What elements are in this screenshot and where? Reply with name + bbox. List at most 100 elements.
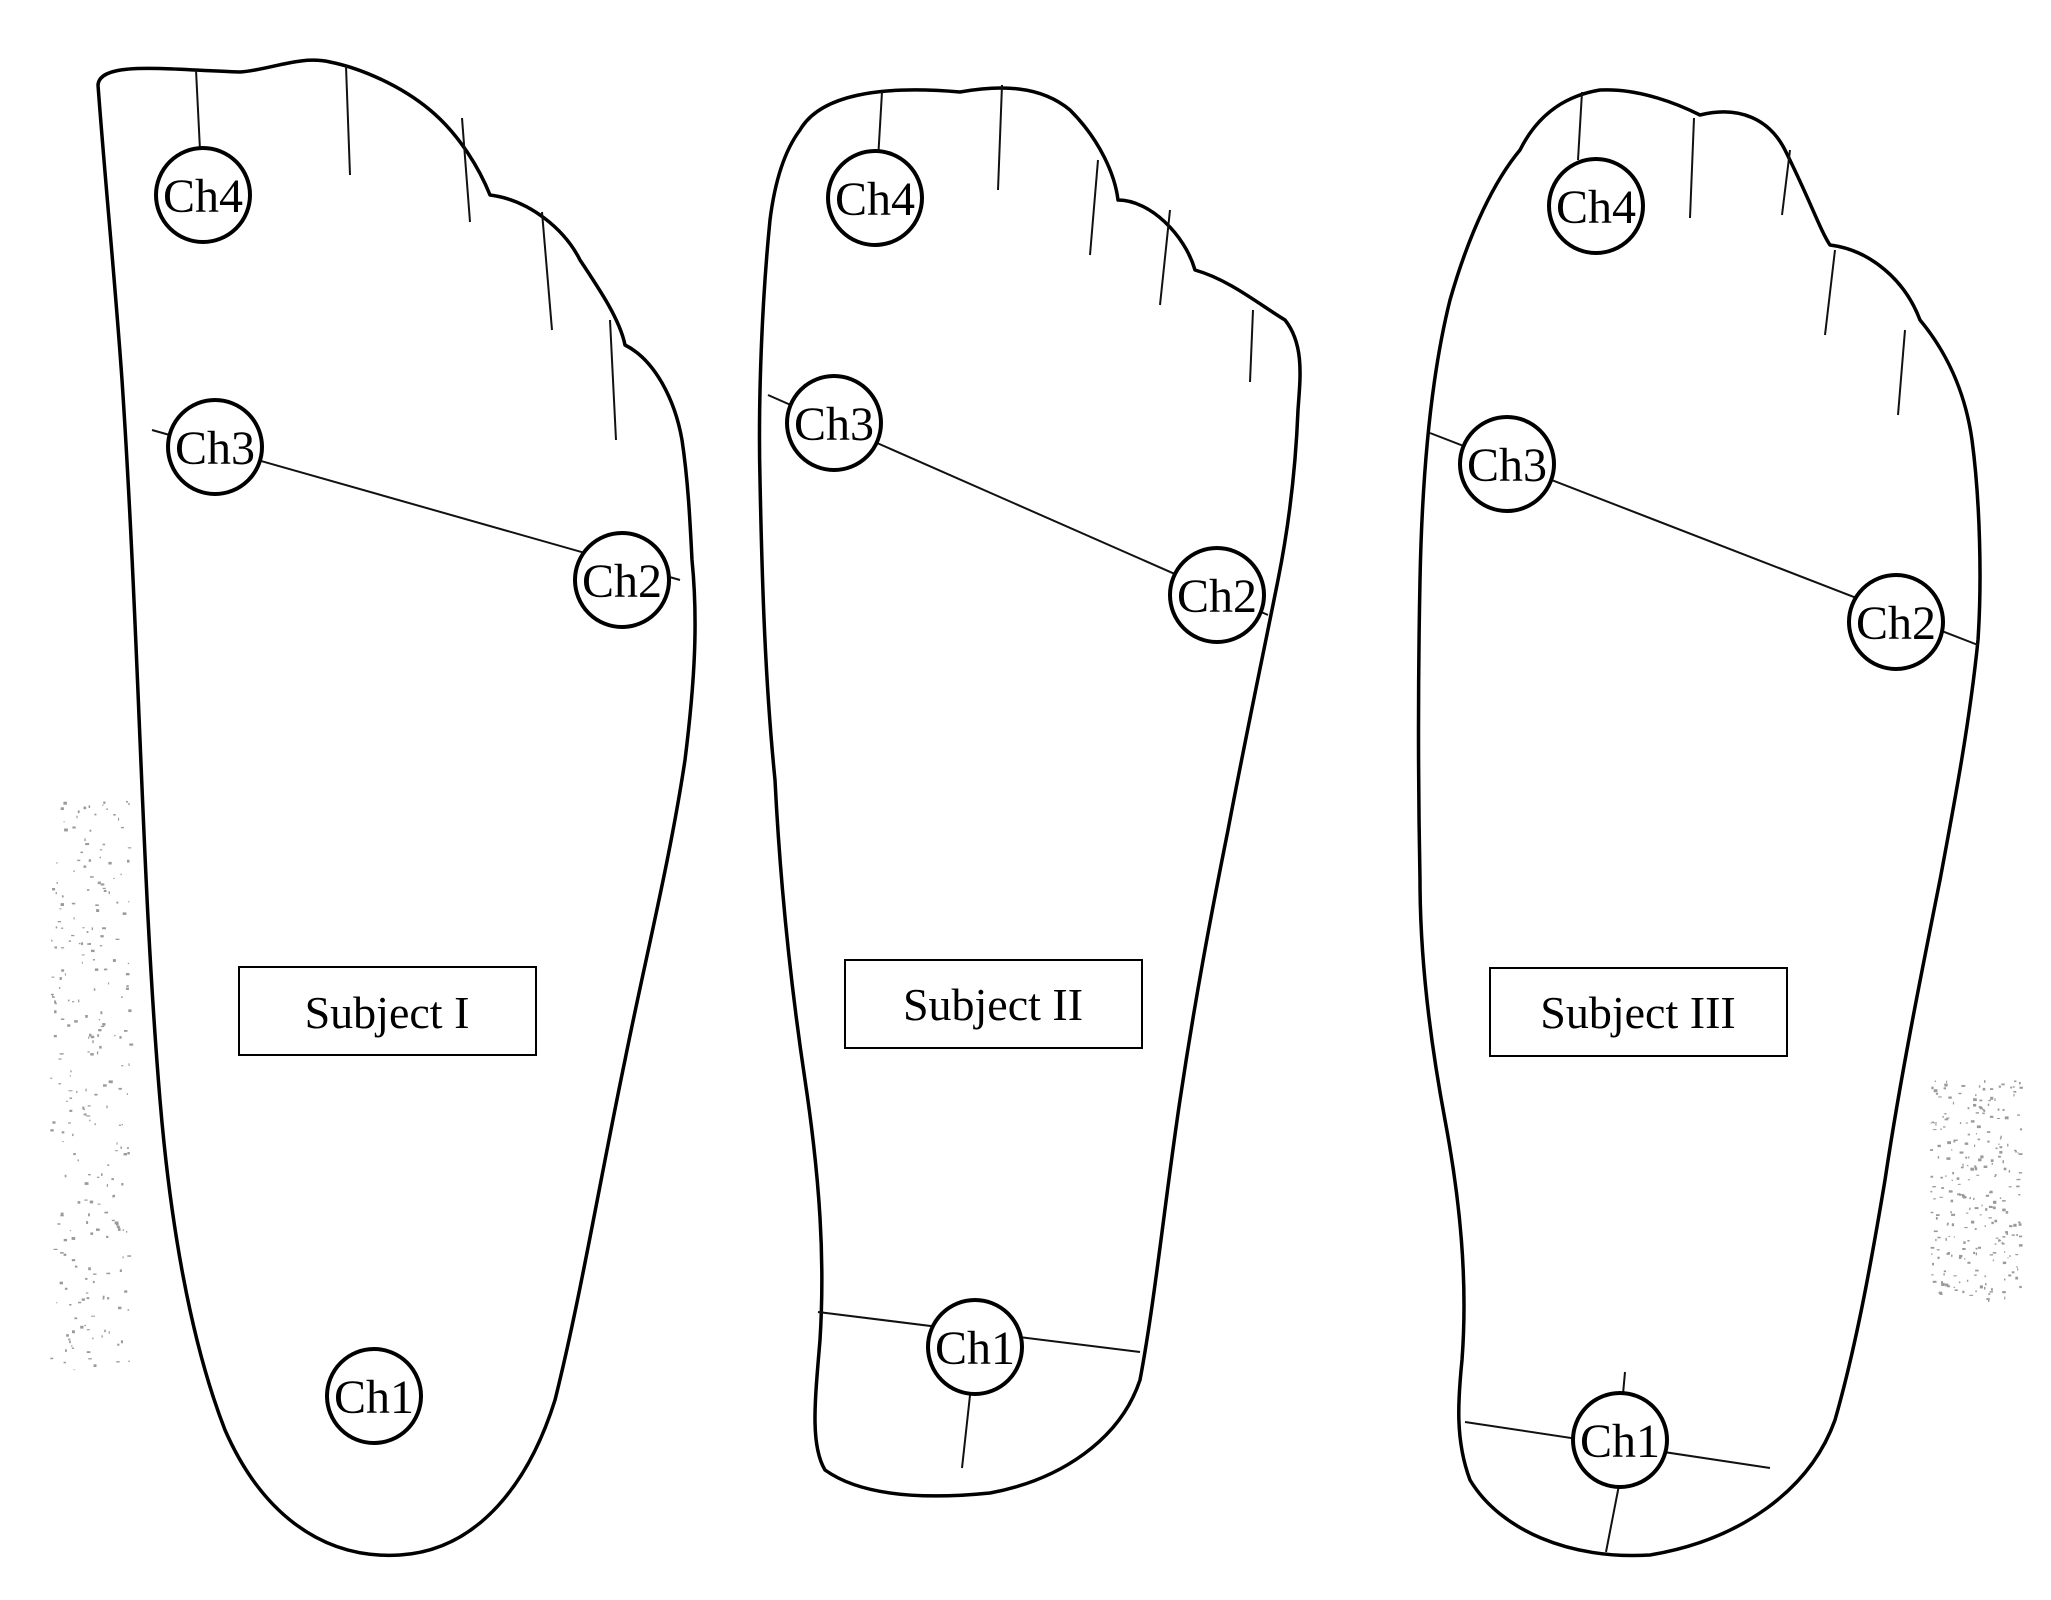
scan-speckle [1967,1133,1970,1136]
scan-speckle [89,1033,92,1037]
scan-speckle [2001,1083,2005,1086]
scan-speckle [89,829,92,832]
scan-speckle [1943,1270,1947,1273]
scan-speckle [103,890,107,892]
scan-speckle [96,909,100,912]
scan-speckle [63,1361,66,1364]
scan-speckle [1999,1151,2003,1154]
scan-speckle [115,1150,118,1152]
scan-speckle [1999,1137,2002,1140]
scan-speckle [1930,1190,1933,1193]
scan-speckle [2002,1291,2006,1294]
scan-speckle [125,987,129,990]
scan-speckle [68,940,71,942]
scan-speckle [72,1133,74,1137]
scan-speckle [107,1297,110,1300]
scan-speckle [1962,1248,1966,1250]
scan-speckle [66,1100,68,1102]
scan-speckle [59,977,62,980]
scan-speckle [77,810,80,814]
scan-speckle [1936,1249,1940,1251]
scan-speckle [1975,1247,1978,1250]
scan-speckle [1962,1195,1966,1199]
scan-speckle [113,877,115,879]
scan-speckle [60,807,64,810]
scan-speckle [127,847,132,849]
foot-subject-2: Ch4 Ch3 Ch2 Ch1 Subject II [757,84,1302,1498]
scan-speckle [61,895,64,898]
scan-speckle [81,954,85,956]
scan-speckle [2005,1211,2009,1214]
scan-speckle [1943,1273,1945,1276]
scan-speckle [1948,1190,1953,1193]
scan-speckle [100,883,105,886]
scan-speckle [85,1113,87,1116]
scan-speckle [1985,1283,1987,1286]
scan-speckle [1979,1107,1983,1110]
scan-speckle [2019,1128,2023,1131]
subject-label: Subject II [903,979,1083,1030]
scan-speckle [1933,1198,1936,1200]
scan-speckle [1995,1237,1999,1239]
scan-speckle [1943,1126,1946,1128]
scan-speckle [1964,1142,1969,1145]
scan-speckle [120,1340,123,1344]
toe-line [1781,149,1791,216]
scan-speckle [1977,1138,1981,1141]
scan-speckle [106,808,108,810]
toe-line [609,319,617,441]
scan-speckle [1984,1080,1986,1083]
scan-speckle [66,1334,69,1337]
scan-speckle [126,1147,129,1149]
scan-speckle [102,1023,106,1026]
scan-speckle [63,1253,67,1256]
scan-speckle [1930,1175,1934,1178]
toe-line [195,69,201,151]
scan-speckle [1987,1103,1990,1106]
scan-speckle [1952,1172,1955,1175]
scan-speckle [128,1009,132,1013]
scan-speckle [102,1295,105,1299]
scan-speckle [1930,1122,1932,1124]
scan-speckle [1979,1285,1983,1289]
scan-speckle [83,1113,87,1116]
scan-speckle [94,968,99,971]
channel-label: Ch1 [1580,1415,1660,1468]
toe-line [541,211,553,331]
scan-speckle [122,1229,125,1231]
scan-speckle [1934,1080,1936,1082]
scan-speckle [91,1315,95,1317]
scan-speckle [119,1036,122,1039]
scan-speckle [86,1329,90,1331]
scan-speckle [1960,1194,1965,1196]
scan-speckle [64,828,68,832]
scan-speckle [2019,1235,2023,1238]
scan-speckle [1973,1197,1975,1200]
scan-speckle [111,1219,115,1222]
scan-speckle [122,1256,124,1259]
scan-speckle [93,988,96,991]
scan-speckle [94,1093,98,1096]
scan-speckle [1945,1175,1947,1177]
scan-speckle [60,1018,65,1020]
scan-speckle [1964,1258,1966,1260]
scan-speckle [1997,1108,2000,1111]
scan-speckle [86,931,89,933]
scan-speckle [64,1174,67,1178]
scan-speckle [93,1273,97,1275]
scan-speckle [1954,1289,1958,1291]
scan-speckle [56,882,58,884]
scan-speckle [106,1184,108,1187]
scan-noise [50,801,2023,1371]
scan-speckle [83,806,87,810]
scan-speckle [2016,1178,2021,1181]
scan-speckle [1982,1112,1985,1115]
scan-speckle [126,801,128,803]
scan-speckle [1986,1298,1990,1300]
scan-speckle [1998,1143,2000,1146]
scan-speckle [1995,1147,1998,1150]
scan-speckle [127,1152,130,1155]
channel-marker-ch3: Ch3 [166,398,264,496]
scan-speckle [128,1360,130,1362]
scan-speckle [69,1097,73,1099]
